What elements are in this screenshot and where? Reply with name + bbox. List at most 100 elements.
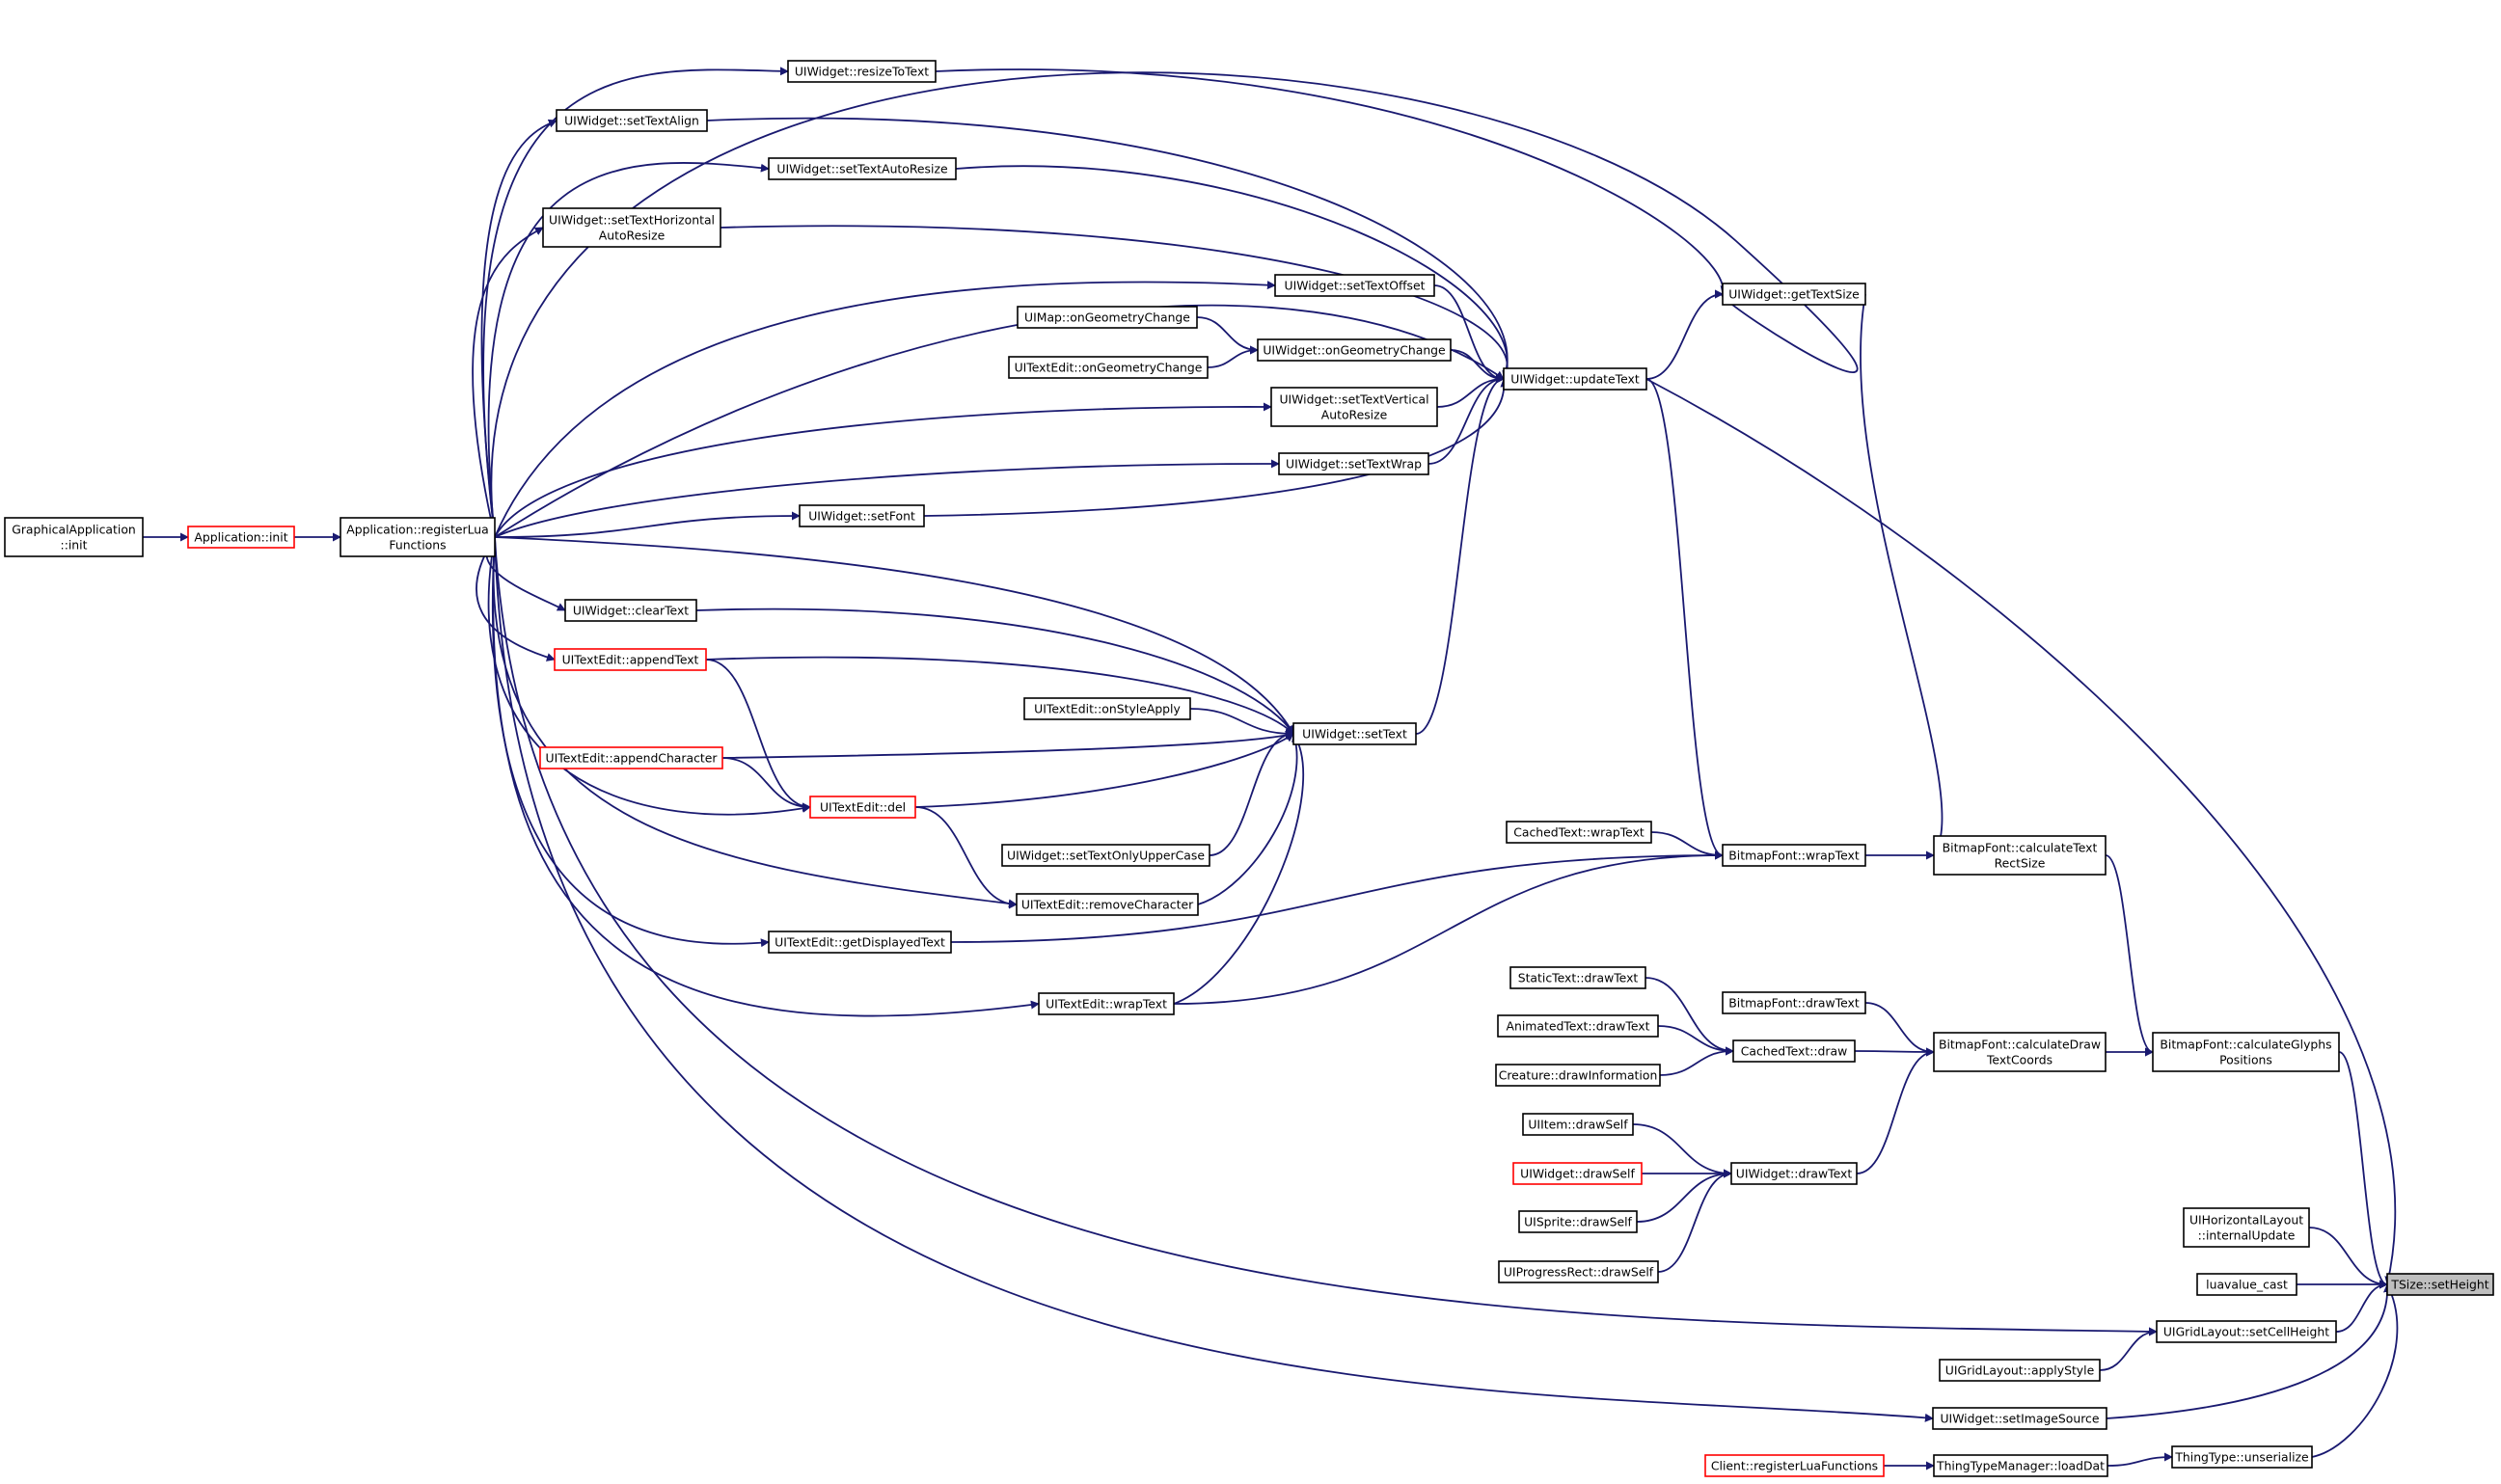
- node-box: [1278, 452, 1429, 475]
- node-remove-char[interactable]: UITextEdit::removeCharacter: [1016, 893, 1199, 916]
- edge-set_font-to-update_text: [923, 378, 1509, 517]
- node-set-font[interactable]: UIWidget::setFont: [799, 504, 925, 527]
- node-label: CachedText::draw: [1741, 1044, 1848, 1059]
- node-box: [809, 796, 916, 819]
- node-box: [2156, 1320, 2337, 1343]
- node-label: UIWidget::drawSelf: [1520, 1167, 1635, 1181]
- edge-uitextedit_geo-to-uiwidget_geo: [1207, 345, 1259, 368]
- node-horiz-layout[interactable]: UIHorizontalLayout::internalUpdate: [2183, 1207, 2310, 1248]
- edge-register_lua-to-get_text_size: [490, 71, 1859, 538]
- edge-register_lua-to-set_text_horizontal: [472, 227, 544, 538]
- edge-register_lua-to-set_font: [494, 511, 801, 538]
- node-bitmap-draw[interactable]: BitmapFont::drawText: [1722, 991, 1866, 1014]
- node-clear-text[interactable]: UIWidget::clearText: [564, 599, 697, 622]
- node-box: [799, 504, 925, 527]
- node-animated-draw[interactable]: AnimatedText::drawText: [1497, 1014, 1659, 1038]
- node-label: UITextEdit::onGeometryChange: [1015, 361, 1203, 375]
- node-thing-unserialize[interactable]: ThingType::unserialize: [2171, 1445, 2313, 1469]
- node-on-style-apply[interactable]: UITextEdit::onStyleApply: [1023, 697, 1191, 720]
- node-uitextedit-wrap[interactable]: UITextEdit::wrapText: [1038, 992, 1175, 1015]
- node-app-init[interactable]: Application::init: [187, 526, 295, 549]
- node-thing-loaddat[interactable]: ThingTypeManager::loadDat: [1933, 1454, 2108, 1477]
- node-creature-draw[interactable]: Creature::drawInformation: [1495, 1064, 1661, 1087]
- node-box: [1017, 306, 1198, 329]
- node-cached-draw[interactable]: CachedText::draw: [1732, 1039, 1856, 1063]
- node-box: [1497, 1014, 1659, 1038]
- node-uiwidget-drawtext[interactable]: UIWidget::drawText: [1730, 1162, 1858, 1185]
- node-label: StaticText::drawText: [1518, 971, 1639, 985]
- node-append-text[interactable]: UITextEdit::appendText: [554, 648, 707, 671]
- node-uitextedit-geo[interactable]: UITextEdit::onGeometryChange: [1008, 356, 1209, 379]
- node-set-text-only-upper[interactable]: UIWidget::setTextOnlyUpperCase: [1001, 844, 1210, 867]
- node-label: UISprite::drawSelf: [1524, 1215, 1632, 1229]
- node-bitmap-wrap[interactable]: BitmapFont::wrapText: [1722, 844, 1866, 867]
- edge-grid_set_cell_height-to-tsize_set_height: [2335, 1280, 2388, 1333]
- node-box: [1932, 1407, 2107, 1430]
- node-label: GraphicalApplication: [12, 523, 136, 537]
- edge-cached_wrap-to-bitmap_wrap: [1650, 831, 1724, 860]
- node-label: RectSize: [1995, 856, 2046, 871]
- node-label: UIWidget::setText: [1302, 727, 1407, 742]
- edge-set_text_auto_resize-to-update_text: [955, 165, 1511, 380]
- node-static-draw[interactable]: StaticText::drawText: [1509, 966, 1646, 989]
- node-uimap-geo[interactable]: UIMap::onGeometryChange: [1017, 306, 1198, 329]
- node-label: UIWidget::drawText: [1736, 1167, 1853, 1181]
- node-update-text[interactable]: UIWidget::updateText: [1503, 367, 1647, 391]
- node-box: [564, 599, 697, 622]
- edge-bitmap_draw-to-calc_draw_coords: [1864, 1002, 1935, 1057]
- node-label: Client::registerLuaFunctions: [1711, 1459, 1878, 1473]
- node-label: UIItem::drawSelf: [1528, 1118, 1628, 1132]
- node-get-text-size[interactable]: UIWidget::getTextSize: [1722, 283, 1866, 306]
- node-box: [340, 517, 496, 557]
- node-resize-to-text[interactable]: UIWidget::resizeToText: [787, 60, 937, 83]
- node-box: [1722, 844, 1866, 867]
- node-tsize-set-height[interactable]: TSize::setHeight: [2386, 1273, 2494, 1296]
- node-cached-wrap[interactable]: CachedText::wrapText: [1506, 821, 1652, 844]
- node-box: [1509, 966, 1646, 989]
- node-uiitem-draw[interactable]: UIItem::drawSelf: [1522, 1113, 1634, 1136]
- edge-append_char-to-set_text: [721, 731, 1294, 759]
- node-label: ThingType::unserialize: [2174, 1450, 2308, 1465]
- node-box: [1933, 1032, 2107, 1072]
- node-set-text-auto-resize[interactable]: UIWidget::setTextAutoResize: [768, 157, 957, 180]
- node-box: [542, 207, 721, 248]
- node-uiwidget-drawself[interactable]: UIWidget::drawSelf: [1512, 1162, 1643, 1185]
- node-luavalue-cast[interactable]: luavalue_cast: [2196, 1273, 2297, 1296]
- edge-uiwidget_drawtext-to-calc_draw_coords: [1856, 1047, 1935, 1174]
- edge-register_lua-to-remove_char: [492, 536, 1018, 908]
- node-label: BitmapFont::calculateText: [1943, 841, 2098, 855]
- node-box: [1933, 835, 2107, 876]
- edge-get_displayed_text-to-bitmap_wrap: [950, 850, 1724, 943]
- node-set-image-source[interactable]: UIWidget::setImageSource: [1932, 1407, 2107, 1430]
- node-box: [1495, 1064, 1661, 1087]
- edge-set_image_source-to-tsize_set_height: [2106, 1283, 2392, 1419]
- node-set-text[interactable]: UIWidget::setText: [1292, 722, 1417, 745]
- node-grid-apply-style[interactable]: UIGridLayout::applyStyle: [1939, 1359, 2101, 1382]
- node-label: ThingTypeManager::loadDat: [1936, 1459, 2105, 1473]
- node-del[interactable]: UITextEdit::del: [809, 796, 916, 819]
- node-append-char[interactable]: UITextEdit::appendCharacter: [539, 746, 723, 769]
- node-get-displayed-text[interactable]: UITextEdit::getDisplayedText: [768, 931, 952, 954]
- node-box: [539, 746, 723, 769]
- edge-del-to-remove_char: [914, 806, 1018, 909]
- edge-append_char-to-del: [721, 757, 811, 812]
- node-box: [1704, 1454, 1885, 1477]
- node-uiprogress-draw[interactable]: UIProgressRect::drawSelf: [1498, 1260, 1659, 1283]
- node-set-text-wrap[interactable]: UIWidget::setTextWrap: [1278, 452, 1429, 475]
- node-graphical-app-init[interactable]: GraphicalApplication::init: [4, 517, 144, 557]
- node-set-text-offset[interactable]: UIWidget::setTextOffset: [1274, 274, 1435, 297]
- node-box: [1023, 697, 1191, 720]
- node-label: UIWidget::setFont: [808, 509, 915, 524]
- node-set-text-align[interactable]: UIWidget::setTextAlign: [556, 109, 708, 132]
- node-uiwidget-geo[interactable]: UIWidget::onGeometryChange: [1257, 338, 1452, 362]
- node-grid-set-cell-height[interactable]: UIGridLayout::setCellHeight: [2156, 1320, 2337, 1343]
- node-register-lua[interactable]: Application::registerLuaFunctions: [340, 517, 496, 557]
- node-client-register[interactable]: Client::registerLuaFunctions: [1704, 1454, 1885, 1477]
- node-uisprite-draw[interactable]: UISprite::drawSelf: [1518, 1210, 1638, 1233]
